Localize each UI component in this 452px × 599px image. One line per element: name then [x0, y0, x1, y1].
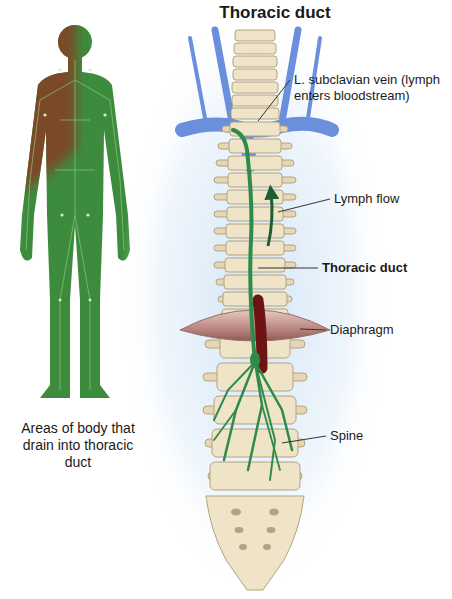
- spine-part: [231, 509, 279, 551]
- subclavian-veins-part: [190, 38, 205, 118]
- diaphragm: [180, 300, 330, 368]
- spine-part-part: [235, 527, 244, 533]
- spine-part: [226, 224, 284, 238]
- spine-part: [228, 156, 282, 170]
- leader-lines-part: [300, 329, 326, 330]
- spine-part: [224, 275, 286, 289]
- spine-part: [226, 241, 284, 255]
- spine-part: [235, 30, 275, 41]
- spine: [203, 30, 307, 590]
- spine-part-part: [269, 509, 279, 516]
- body-figure-part-part: [59, 299, 62, 302]
- spine-part: [233, 69, 277, 80]
- leader-lines: [258, 80, 330, 443]
- spine-part: [225, 258, 285, 272]
- spine-part: [232, 82, 278, 93]
- body-figure-part-part: [26, 60, 124, 390]
- body-figure-part-part: [103, 113, 106, 116]
- body-figure-part-part-part: [60, 60, 90, 390]
- spine-part-part: [239, 544, 247, 550]
- flow-arrow: [268, 192, 272, 246]
- spine-part: [233, 56, 277, 67]
- spine-part-part: [267, 527, 276, 533]
- spine-part: [210, 462, 300, 490]
- body-caption: Areas of body that drain into thoracic d…: [18, 420, 138, 470]
- spine-part: [231, 108, 279, 119]
- spine-part: [227, 190, 283, 204]
- spine-part: [234, 43, 276, 54]
- thoracic-duct-part: [233, 130, 255, 362]
- vein-label: L. subclavian vein (lymph enters bloodst…: [294, 72, 446, 103]
- leader-lines-part: [258, 80, 290, 121]
- thoracic-duct-part: [262, 405, 280, 470]
- spine-part-part: [263, 544, 271, 550]
- body-figure-part-part-part: [55, 120, 95, 170]
- subclavian-veins-part: [215, 30, 232, 122]
- body-figure-part: [43, 68, 106, 301]
- spine-part: [229, 139, 281, 153]
- body-figure-part-part: [60, 213, 63, 216]
- body-figure-part-part: [88, 68, 91, 71]
- spine-part: [228, 173, 282, 187]
- body-figure-part-part: [0, 0, 76, 205]
- spine-label: Spine: [330, 428, 440, 444]
- thoracic-duct-part: [255, 362, 275, 480]
- leader-lines-part: [282, 436, 326, 443]
- body-figure-part-part: [58, 68, 61, 71]
- duct-label: Thoracic duct: [322, 260, 442, 276]
- body-figure-part-part: [89, 299, 92, 302]
- spine-part: [227, 207, 283, 221]
- body-figure-part-part-part: [26, 80, 124, 250]
- flow-label: Lymph flow: [334, 191, 434, 207]
- body-figure-part-part: [43, 113, 46, 116]
- spine-part: [203, 126, 307, 480]
- thoracic-duct-part: [214, 410, 236, 440]
- body-figure-part-part: [86, 213, 89, 216]
- leader-lines-part: [278, 199, 330, 212]
- diaphragm-label: Diaphragm: [330, 322, 440, 338]
- spine-part: [206, 496, 304, 590]
- thoracic-duct: [214, 130, 292, 480]
- leader-lines-part: [258, 268, 318, 269]
- diagram-title: Thoracic duct: [185, 3, 365, 23]
- thoracic-duct-part: [250, 352, 260, 368]
- spine-part-part: [231, 509, 241, 516]
